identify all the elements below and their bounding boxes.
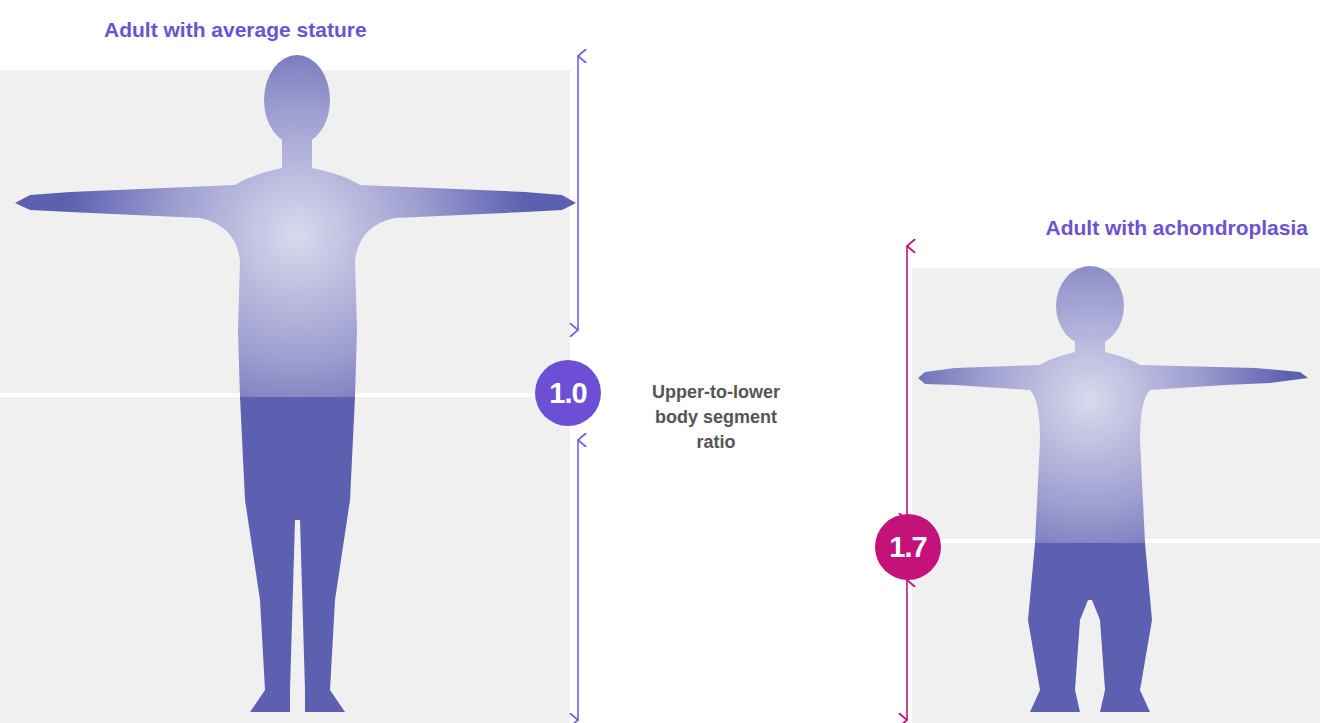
dimension-arrow bbox=[906, 246, 908, 520]
dimension-arrow bbox=[577, 440, 579, 720]
figure-panel: Adult with achondroplasia bbox=[912, 268, 1320, 723]
ratio-circle: 1.0 bbox=[535, 360, 601, 426]
figure-heading: Adult with average stature bbox=[104, 18, 367, 42]
figure-heading: Adult with achondroplasia bbox=[1045, 216, 1308, 240]
figure-torso bbox=[15, 140, 576, 397]
figure-panel: Adult with average stature bbox=[0, 70, 570, 723]
figure-legs bbox=[240, 397, 355, 712]
dimension-arrow bbox=[906, 580, 908, 720]
ratio-value: 1.7 bbox=[889, 531, 926, 564]
figure-head bbox=[1056, 266, 1124, 346]
ratio-caption: Upper-to-lower body segment ratio bbox=[640, 380, 792, 455]
dimension-arrow bbox=[577, 56, 579, 330]
figure-legs bbox=[1028, 543, 1152, 712]
figure-head bbox=[264, 55, 330, 145]
panel-ground bbox=[912, 268, 1320, 723]
ratio-circle: 1.7 bbox=[875, 514, 941, 580]
figure-torso bbox=[918, 340, 1308, 543]
ratio-value: 1.0 bbox=[549, 377, 586, 410]
